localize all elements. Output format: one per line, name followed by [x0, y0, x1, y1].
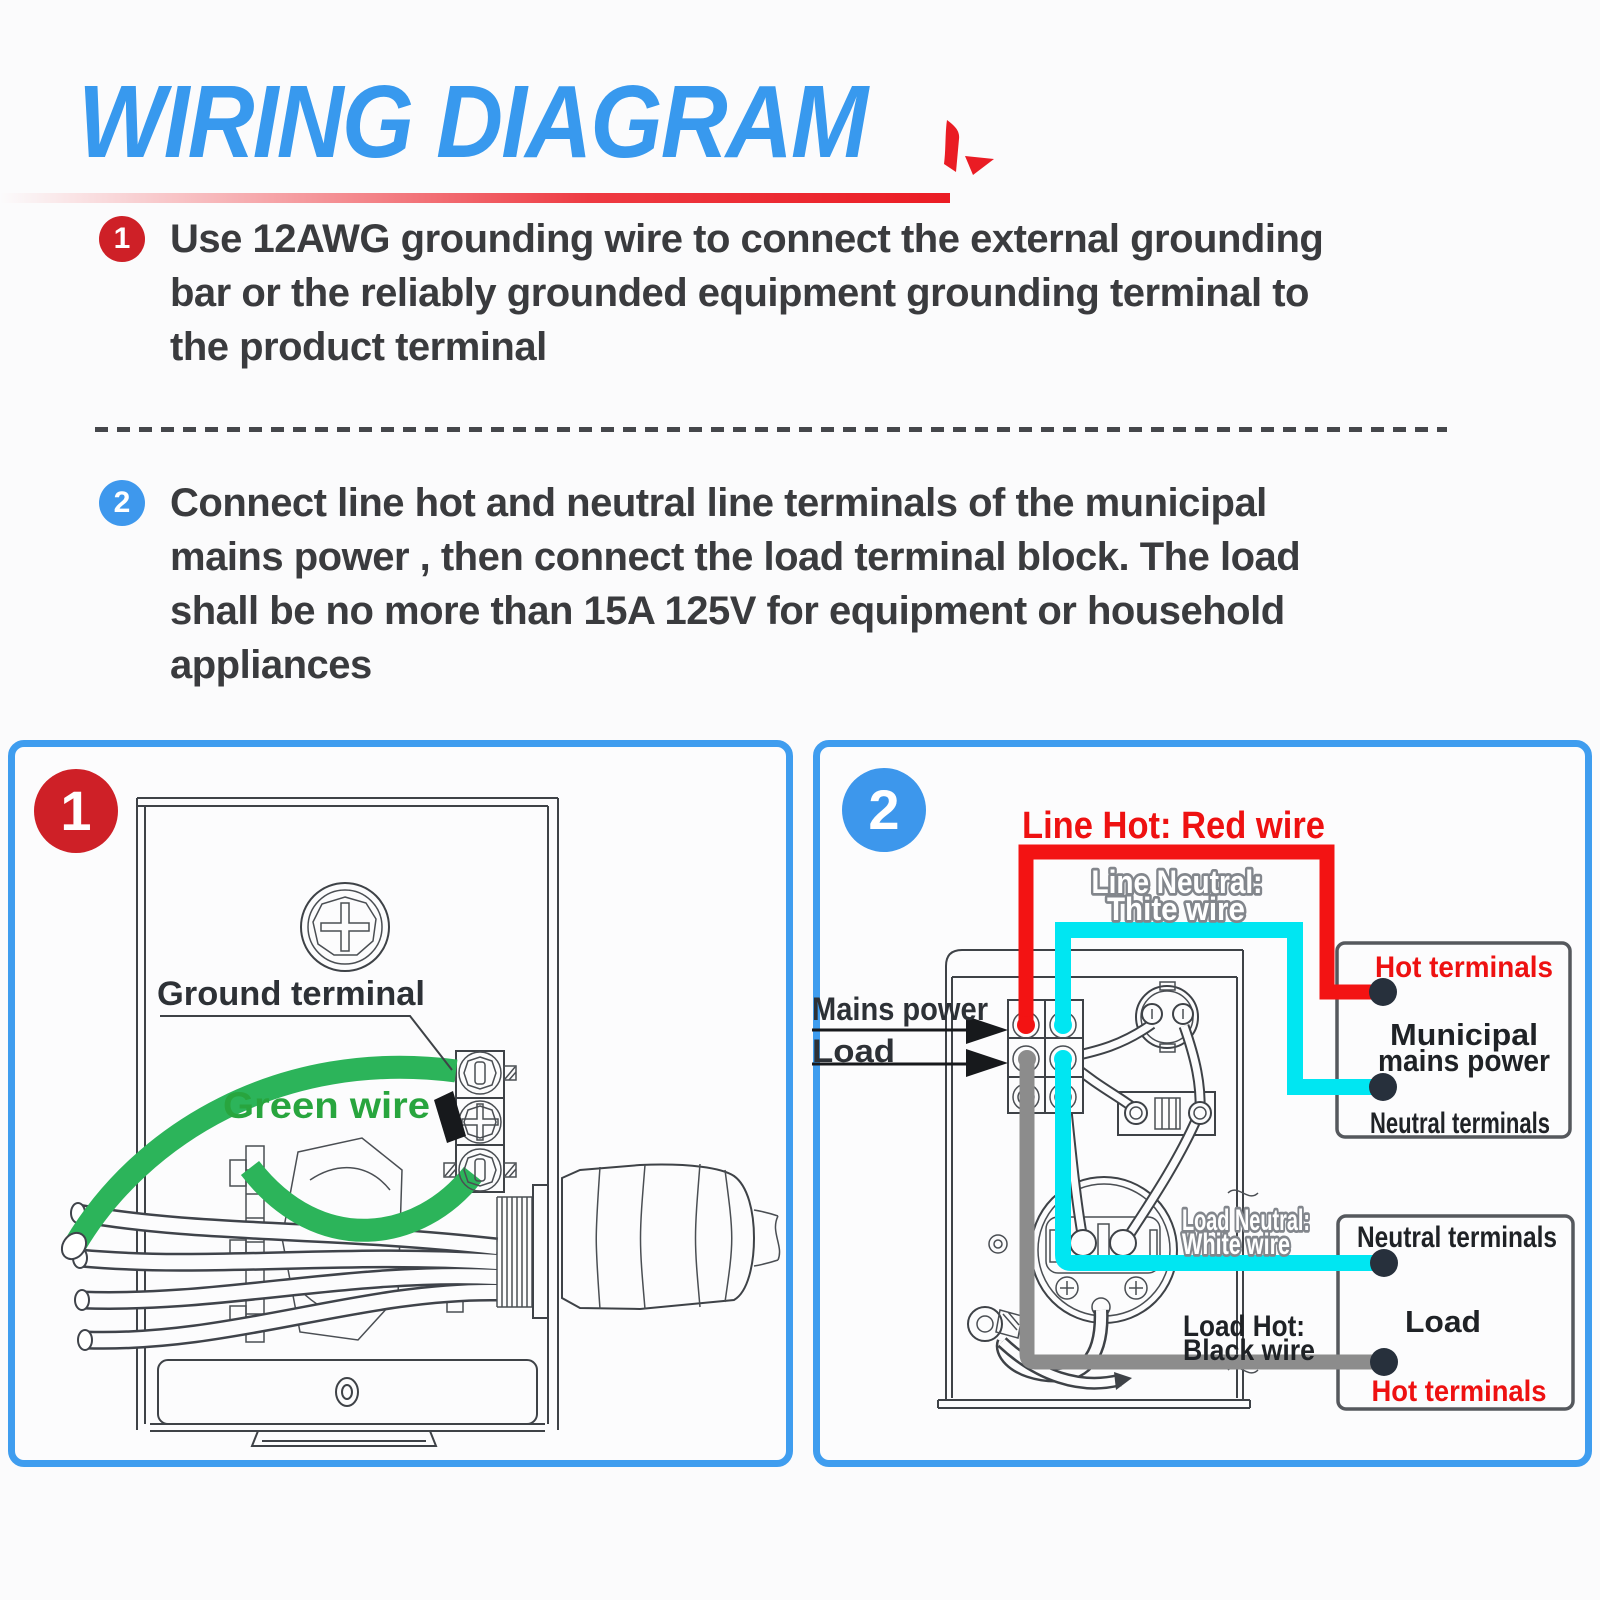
step-1-line-2: bar or the reliably grounded equipment g…: [170, 271, 1309, 315]
title-underline-decoration: [0, 193, 950, 203]
title-arrow-icon: [944, 120, 994, 175]
page-title: WIRING DIAGRAM: [78, 64, 868, 179]
step-2-line-2: mains power , then connect the load term…: [170, 535, 1301, 579]
step-1-line-1: Use 12AWG grounding wire to connect the …: [170, 217, 1324, 261]
step-2-line-3: shall be no more than 15A 125V for equip…: [170, 589, 1285, 633]
panel-1-number-badge: 1: [34, 769, 118, 853]
step-2-line-1: Connect line hot and neutral line termin…: [170, 481, 1267, 525]
panel-1-frame: [8, 740, 793, 1467]
dashed-divider: [95, 427, 1447, 432]
step-2-line-4: appliances: [170, 643, 372, 687]
step-1-badge: 1: [99, 216, 145, 262]
step-2-text: Connect line hot and neutral line termin…: [170, 476, 1301, 692]
panel-2-frame: [813, 740, 1592, 1467]
step-2-badge: 2: [99, 480, 145, 526]
step-1-line-3: the product terminal: [170, 325, 547, 369]
step-1-text: Use 12AWG grounding wire to connect the …: [170, 212, 1324, 374]
panel-2-number-badge: 2: [842, 768, 926, 852]
